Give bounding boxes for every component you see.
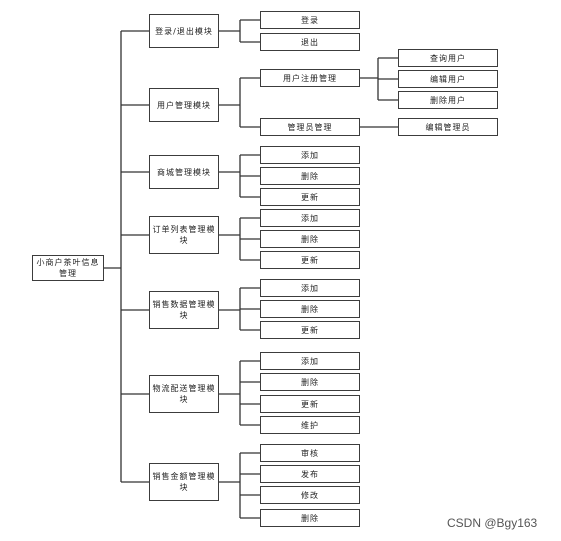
- leaf-amount-3: 删除: [260, 509, 360, 527]
- module-order: 订单列表管理模块: [149, 216, 219, 254]
- leaf-sales-1: 删除: [260, 300, 360, 318]
- leaf-register-0: 查询用户: [398, 49, 498, 67]
- module-amount: 销售金额管理模块: [149, 463, 219, 501]
- leaf-admin-0: 编辑管理员: [398, 118, 498, 136]
- module-login: 登录/退出模块: [149, 14, 219, 48]
- module-user: 用户管理模块: [149, 88, 219, 122]
- leaf-order-0: 添加: [260, 209, 360, 227]
- leaf-register-1: 编辑用户: [398, 70, 498, 88]
- csdn-watermark: CSDN @Bgy163: [447, 516, 538, 530]
- leaf-mall-2: 更新: [260, 188, 360, 206]
- leaf-amount-0: 审核: [260, 444, 360, 462]
- leaf-sales-0: 添加: [260, 279, 360, 297]
- leaf-order-2: 更新: [260, 251, 360, 269]
- module-mall: 商城管理模块: [149, 155, 219, 189]
- leaf-mall-0: 添加: [260, 146, 360, 164]
- leaf-order-1: 删除: [260, 230, 360, 248]
- submodule-admin: 管理员管理: [260, 118, 360, 136]
- root-node: 小商户茶叶信息管理: [32, 255, 104, 281]
- leaf-logistics-3: 维护: [260, 416, 360, 434]
- leaf-mall-1: 删除: [260, 167, 360, 185]
- leaf-register-2: 删除用户: [398, 91, 498, 109]
- leaf-sales-2: 更新: [260, 321, 360, 339]
- leaf-logistics-2: 更新: [260, 395, 360, 413]
- leaf-login-0: 登录: [260, 11, 360, 29]
- module-logistics: 物流配送管理模块: [149, 375, 219, 413]
- leaf-login-1: 退出: [260, 33, 360, 51]
- leaf-amount-1: 发布: [260, 465, 360, 483]
- module-sales: 销售数据管理模块: [149, 291, 219, 329]
- leaf-logistics-1: 删除: [260, 373, 360, 391]
- leaf-amount-2: 修改: [260, 486, 360, 504]
- submodule-user-register: 用户注册管理: [260, 69, 360, 87]
- leaf-logistics-0: 添加: [260, 352, 360, 370]
